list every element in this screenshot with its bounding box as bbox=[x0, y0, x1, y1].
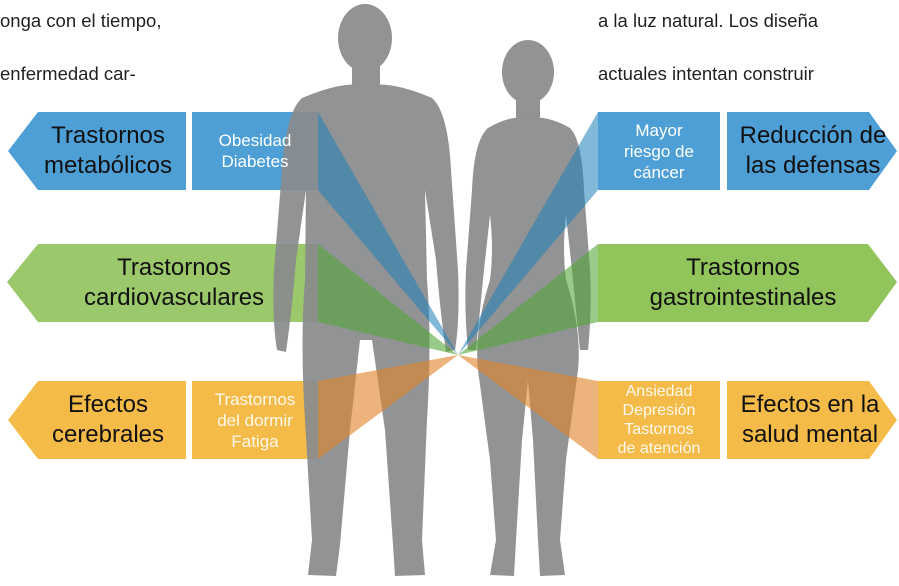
label-metabolic-disorders: Trastornos metabólicos bbox=[43, 122, 173, 179]
banner-cancer-risk bbox=[598, 112, 720, 190]
banner-anxiety bbox=[598, 381, 720, 459]
left-text-line-2: enfermedad car- bbox=[0, 63, 136, 84]
connector-rays bbox=[318, 112, 598, 459]
label-reduced-defenses: Reducción de las defensas bbox=[739, 122, 887, 179]
right-text-line-1: a la luz natural. Los diseña bbox=[598, 10, 819, 31]
label-gastrointestinal: Trastornos gastrointestinales bbox=[649, 254, 837, 311]
label-obesity-diabetes: Obesidad Diabetes bbox=[218, 131, 292, 171]
banner-metabolic bbox=[8, 112, 186, 190]
banner-mental-health bbox=[727, 381, 897, 459]
banner-sleep bbox=[192, 381, 318, 459]
banner-gastrointestinal bbox=[598, 244, 897, 322]
ray-blue-right bbox=[458, 112, 598, 355]
ray-green-right bbox=[458, 244, 598, 355]
label-cerebral-effects: Efectos cerebrales bbox=[51, 391, 165, 448]
ray-green-left bbox=[318, 244, 458, 355]
ray-orange-right bbox=[458, 355, 598, 459]
banner-defenses bbox=[727, 112, 897, 190]
label-cardiovascular: Trastornos cardiovasculares bbox=[83, 254, 265, 311]
label-cancer-risk: Mayor riesgo de cáncer bbox=[624, 120, 694, 182]
label-sleep-fatigue: Trastornos del dormir Fatiga bbox=[214, 389, 296, 451]
label-anxiety-depression: Ansiedad Depresión Tastornos de atención bbox=[617, 383, 701, 457]
ray-orange-left bbox=[318, 355, 458, 459]
banner-cardiovascular bbox=[7, 244, 318, 322]
label-mental-health-effects: Efectos en la salud mental bbox=[740, 391, 880, 448]
left-text-line-1: onga con el tiempo, bbox=[0, 10, 162, 31]
banner-cerebral bbox=[8, 381, 186, 459]
ray-blue-left bbox=[318, 112, 458, 355]
right-text-line-2: actuales intentan construir bbox=[598, 63, 814, 84]
